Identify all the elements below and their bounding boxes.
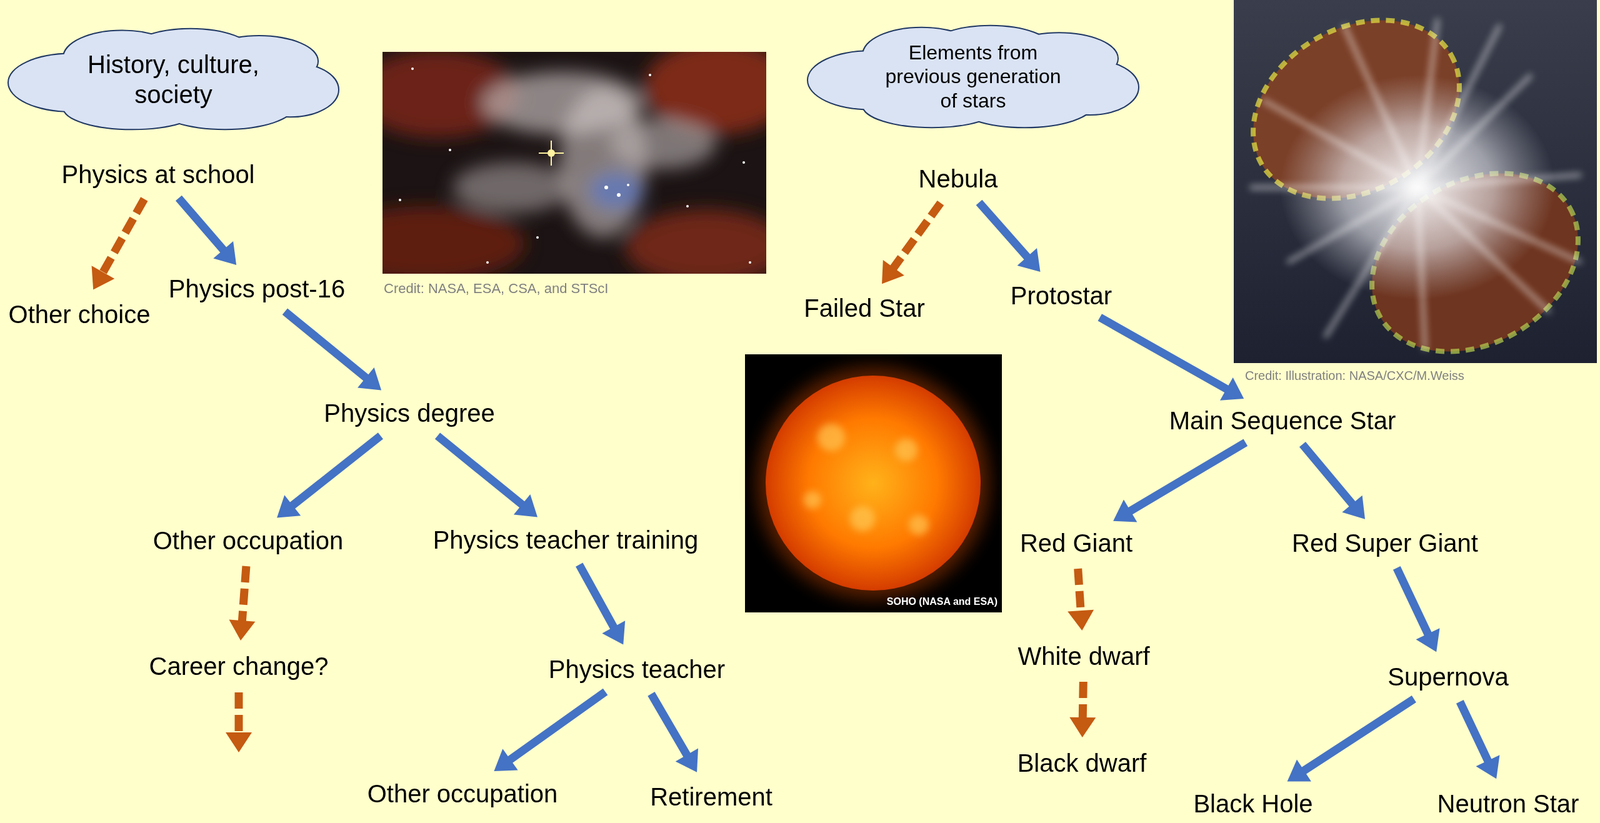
supernova-illustration [1233, 0, 1597, 364]
flow-arrow [1302, 444, 1365, 520]
stage-label: Nebula [915, 163, 1002, 195]
node-text: Other choice [8, 300, 151, 329]
stage-label: Black Hole [1189, 788, 1317, 820]
stage-label: Physics degree [320, 397, 499, 429]
flow-arrow [1067, 568, 1094, 631]
node-text: Black dwarf [1017, 748, 1147, 778]
node-text: Nebula [918, 164, 999, 194]
node-text: Protostar [1010, 281, 1112, 310]
image-credit: Credit: Illustration: NASA/CXC/M.Weiss [1245, 368, 1465, 384]
flow-arrow [979, 202, 1041, 272]
stage-label: Other choice [5, 298, 155, 330]
stage-label: Physics post-16 [165, 273, 349, 305]
stage-label: Physics teacher training [429, 524, 703, 556]
flow-arrow [1396, 568, 1440, 652]
node-text: Physics degree [323, 398, 495, 428]
stage-label: White dwarf [1013, 640, 1154, 672]
flow-arrow [228, 566, 255, 641]
stage-label: Red Super Giant [1288, 527, 1482, 559]
node-text: Physics teacher [548, 655, 725, 684]
node-text: Main Sequence Star [1169, 406, 1396, 435]
node-text: Other occupation [153, 526, 344, 555]
node-text: Career change? [149, 651, 329, 681]
stage-label: Neutron Star [1433, 788, 1584, 820]
sun-photo [745, 354, 1002, 613]
node-text: Failed Star [803, 293, 925, 323]
node-text: Physics post-16 [168, 274, 345, 304]
node-text: Retirement [650, 782, 773, 812]
node-text: Neutron Star [1437, 789, 1580, 819]
flow-arrow [1113, 442, 1246, 522]
flow-arrow [579, 565, 625, 645]
node-text: Red Super Giant [1291, 528, 1479, 558]
node-text: Physics at school [61, 160, 255, 189]
stage-label: Career change? [145, 650, 333, 682]
stage-label: Other occupation [149, 525, 348, 557]
flow-arrow [91, 198, 145, 290]
node-text: Red Giant [1020, 528, 1133, 558]
node-text: Supernova [1387, 662, 1509, 692]
node-text: Elements from previous generation of sta… [879, 40, 1067, 113]
flow-arrow [1100, 317, 1244, 401]
stage-label: Protostar [1006, 280, 1116, 312]
flow-arrow [178, 198, 237, 265]
stage-label: Red Giant [1016, 527, 1137, 559]
flow-arrow [651, 693, 699, 772]
flow-arrow [1287, 699, 1415, 782]
stage-label: Other occupation [363, 778, 562, 810]
cloud-shape [1, 25, 345, 133]
stage-label: Physics at school [57, 158, 259, 190]
flow-arrow [437, 436, 538, 518]
image-credit: SOHO (NASA and ESA) [886, 596, 998, 608]
flow-arrow [285, 311, 382, 391]
stage-label: Failed Star [800, 292, 929, 324]
stage-label: Supernova [1383, 661, 1512, 693]
flow-arrow [276, 435, 381, 518]
node-text: History, culture, society [67, 49, 280, 110]
stage-label: Black dwarf [1013, 747, 1151, 779]
cloud-bubble: History, culture, society [1, 25, 345, 133]
image-credit: Credit: NASA, ESA, CSA, and STScI [383, 280, 609, 297]
node-text: Black Hole [1193, 789, 1313, 819]
flow-arrow [1069, 681, 1096, 738]
node-text: Physics teacher training [433, 525, 699, 555]
node-text: Other occupation [367, 779, 559, 809]
stage-label: Retirement [646, 781, 777, 813]
flow-arrow [881, 203, 941, 285]
flow-arrow [1460, 701, 1500, 779]
stage-label: Physics teacher [545, 653, 729, 685]
cloud-bubble: Elements from previous generation of sta… [801, 22, 1145, 131]
nebula-photo [382, 51, 767, 274]
node-text: White dwarf [1017, 641, 1150, 671]
flow-arrow [493, 691, 605, 772]
open-arrow [225, 692, 252, 753]
stage-label: Main Sequence Star [1165, 405, 1400, 437]
